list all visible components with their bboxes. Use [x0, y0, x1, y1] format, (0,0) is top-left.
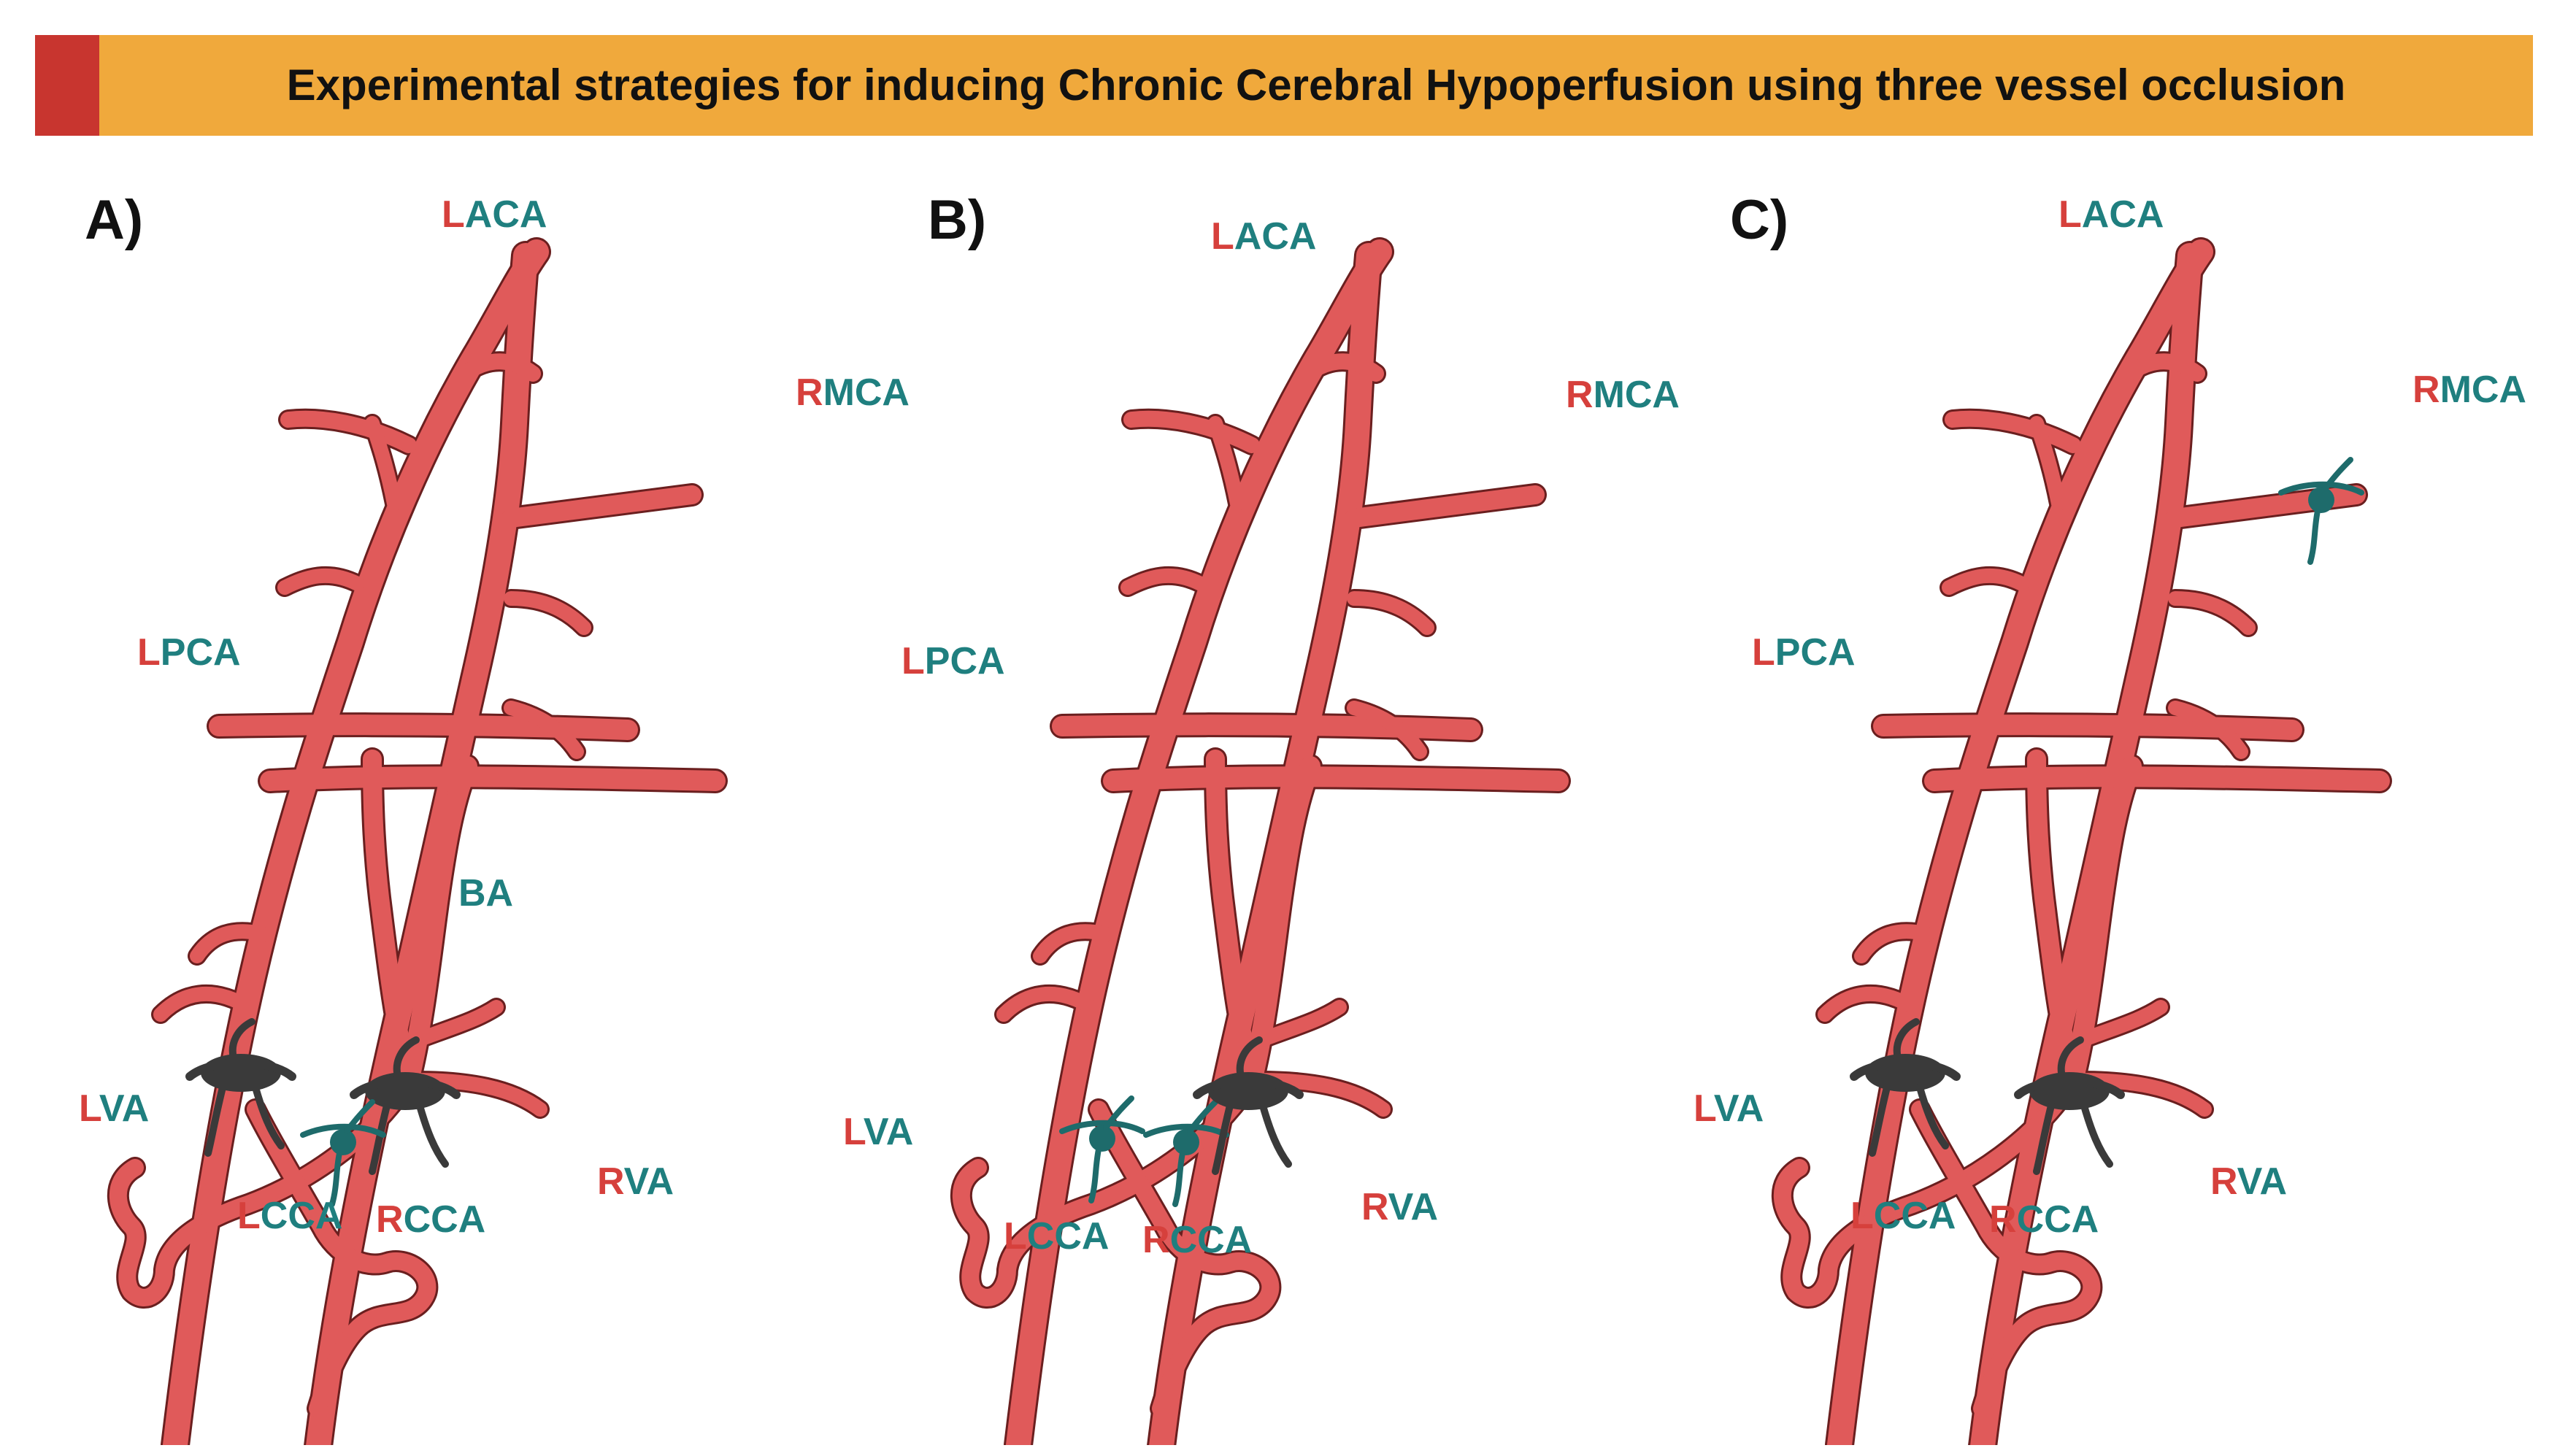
left-branch-1 [1123, 410, 1260, 453]
panel-c: C) LACA RMCA LPCA LVA LCCA RCCA RVA [1694, 175, 2562, 1445]
label-rmca: RMCA [2413, 369, 2526, 411]
posterior-cerebral-bar-vessel [1103, 766, 1569, 791]
left-branch-2 [2029, 416, 2066, 511]
label-lcca: LCCA [1850, 1195, 1956, 1237]
vessel-diagram [107, 237, 728, 1445]
left-common-carotid-ligature [1059, 1095, 1145, 1203]
left-branch-1 [1945, 410, 2081, 453]
basilar-branch-vessel [2027, 750, 2083, 1090]
left-branch-2 [1208, 416, 1245, 511]
right-common-carotid-ligature [300, 1099, 386, 1207]
right-branch-1 [504, 591, 591, 635]
label-rva: RVA [1361, 1186, 1439, 1228]
left-vertebral-vessel [1773, 1071, 2082, 1306]
label-rmca: RMCA [796, 371, 910, 414]
panel-b: B) LACA RMCA LPCA LVA LCCA RCCA RVA [843, 175, 1741, 1445]
posterior-cerebral-bar-vessel [1924, 766, 2390, 791]
right-common-carotid-vessel [306, 243, 538, 1445]
right-branch-2 [2168, 701, 2248, 759]
lower-left-branch-1 [1854, 924, 1934, 963]
label-lva: LVA [79, 1087, 150, 1130]
lower-left-branch-2 [153, 986, 255, 1022]
right-vertebral-vessel [1911, 1101, 2101, 1417]
label-lva: LVA [1694, 1087, 1764, 1130]
posterior-communicating-vessel [209, 714, 638, 740]
basilar-artery-vessel [1242, 756, 1320, 1090]
left-branch-3 [1120, 568, 1208, 595]
panel-letter: B) [928, 189, 987, 251]
lower-left-branch-2 [996, 986, 1099, 1022]
vessel-diagram [1771, 237, 2392, 1445]
right-vertebral-vessel [247, 1101, 437, 1417]
label-rmca: RMCA [1566, 374, 1680, 416]
right-common-carotid-ligature [1143, 1099, 1229, 1207]
label-lcca: LCCA [237, 1195, 343, 1237]
lower-right-branch-1 [1245, 1000, 1347, 1051]
right-branch-2 [504, 701, 584, 759]
middle-cerebral-vessel [501, 485, 701, 528]
right-common-carotid-vessel [1149, 243, 1381, 1445]
left-branch-1 [280, 410, 417, 453]
right-branch-1 [2168, 591, 2256, 635]
label-laca: LACA [442, 193, 547, 236]
label-rva: RVA [2210, 1160, 2288, 1203]
left-vertebral-vessel [109, 1071, 418, 1306]
lower-right-branch-1 [401, 1000, 504, 1051]
label-rcca: RCCA [1989, 1198, 2099, 1241]
anterior-communicating-vessel [1302, 353, 1384, 382]
posterior-communicating-vessel [1052, 714, 1481, 740]
label-laca: LACA [2058, 193, 2164, 236]
panel-a: A) LACA RMCA LPCA BA LVA LCCA RCCA RVA [44, 175, 910, 1445]
left-branch-3 [277, 568, 365, 595]
right-vertebral-ligature [1193, 1036, 1304, 1175]
basilar-branch-vessel [1206, 750, 1261, 1090]
label-lpca: LPCA [137, 631, 241, 674]
right-middle-cerebral-ligature [2278, 457, 2364, 565]
label-rcca: RCCA [376, 1198, 486, 1241]
lower-right-branch-1 [2066, 1000, 2168, 1051]
panel-letter: C) [1730, 189, 1789, 251]
label-lpca: LPCA [1752, 631, 1856, 674]
right-branch-1 [1347, 591, 1434, 635]
panel-letter: A) [85, 189, 144, 251]
basilar-artery-vessel [2063, 756, 2142, 1090]
banner-accent [35, 35, 99, 136]
label-rva: RVA [597, 1160, 674, 1203]
label-ba: BA [458, 872, 514, 914]
label-lcca: LCCA [1004, 1215, 1110, 1257]
right-vertebral-ligature [350, 1036, 461, 1175]
left-vertebral-vessel [952, 1071, 1261, 1306]
middle-cerebral-vessel [1345, 485, 1545, 528]
lower-left-branch-1 [1033, 924, 1113, 963]
lower-left-branch-2 [1818, 986, 1920, 1022]
figure-title: Experimental strategies for inducing Chr… [286, 61, 2346, 109]
vessel-diagram [950, 237, 1571, 1445]
anterior-communicating-vessel [2123, 353, 2205, 382]
right-branch-2 [1347, 701, 1427, 759]
anterior-communicating-vessel [459, 353, 541, 382]
posterior-cerebral-bar-vessel [260, 766, 726, 791]
basilar-branch-vessel [363, 750, 418, 1090]
left-branch-3 [1942, 568, 2029, 595]
title-banner: Experimental strategies for inducing Chr… [35, 35, 2533, 136]
right-common-carotid-vessel [1970, 243, 2202, 1445]
right-vertebral-vessel [1090, 1101, 1280, 1417]
right-vertebral-ligature [2014, 1036, 2125, 1175]
left-vertebral-ligature [185, 1018, 296, 1157]
basilar-artery-vessel [399, 756, 477, 1090]
label-lva: LVA [843, 1111, 914, 1153]
label-lpca: LPCA [902, 640, 1005, 682]
left-branch-2 [365, 416, 401, 511]
lower-left-branch-1 [190, 924, 270, 963]
left-vertebral-ligature [1850, 1018, 1961, 1157]
posterior-communicating-vessel [1873, 714, 2302, 740]
label-rcca: RCCA [1142, 1219, 1253, 1261]
label-laca: LACA [1211, 215, 1317, 258]
